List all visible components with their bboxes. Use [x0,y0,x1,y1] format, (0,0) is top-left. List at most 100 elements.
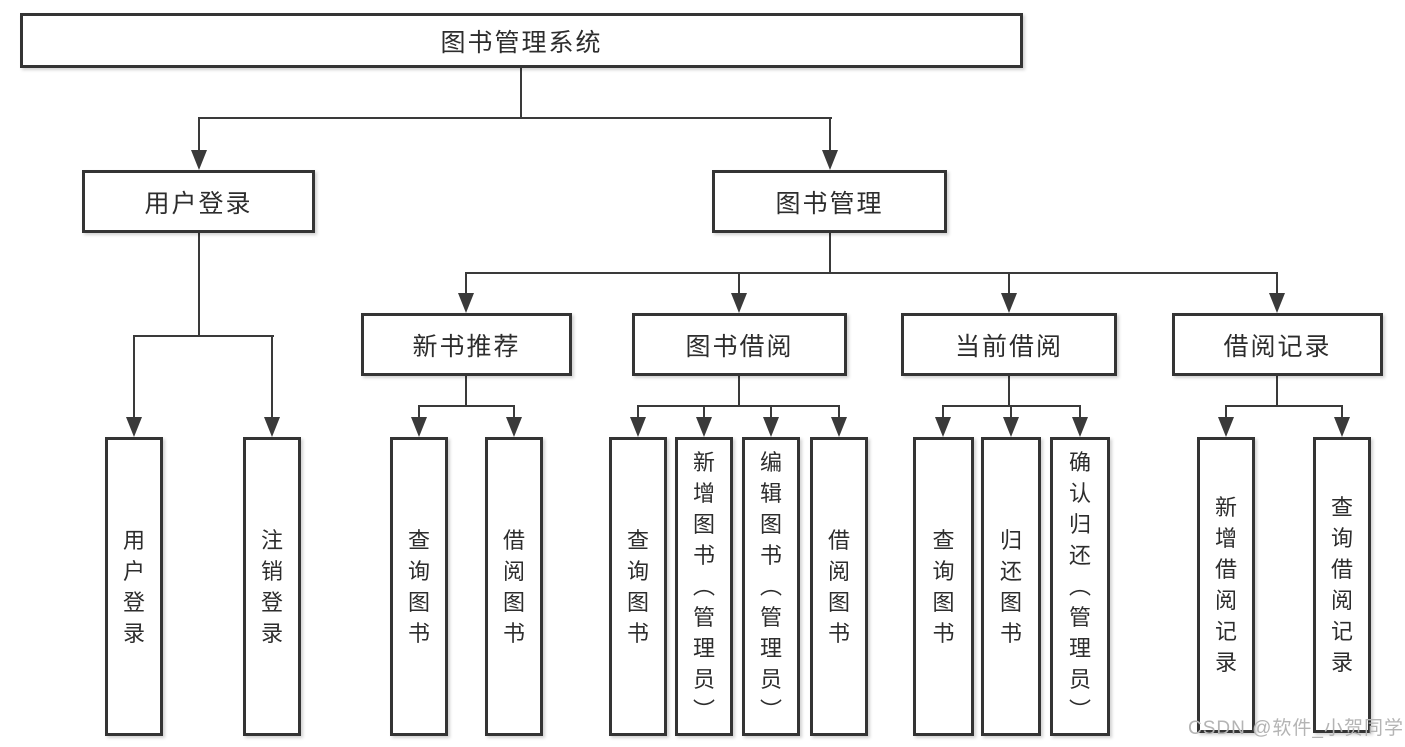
connector-line [738,272,740,295]
vertical-char: 员 [692,667,715,692]
leaf-logout: 注销登录 [243,437,301,736]
leaf-query-books: 查询图书 [609,437,667,736]
arrowhead-down-icon [696,417,712,437]
vertical-char: 理 [759,636,782,661]
vertical-char: 增 [1214,526,1237,551]
vertical-char: 认 [1068,481,1091,506]
connector-line [133,335,274,337]
vertical-char: 借 [502,527,525,553]
vertical-char: 理 [1068,636,1091,661]
arrowhead-down-icon [411,417,427,437]
watermark: CSDN @软件_小贺同学 [1188,718,1404,739]
vertical-char: ︶ [759,698,782,723]
connector-line [1008,272,1010,295]
node-label: 用户登录 [144,189,253,218]
vertical-char: 书 [692,543,715,568]
arrowhead-down-icon [1072,417,1088,437]
vertical-char: 图 [626,589,649,615]
vertical-char: 确 [1068,450,1091,475]
connector-line [770,405,772,419]
leaf-borrow-books: 借阅图书 [810,437,868,736]
connector-line [1008,376,1010,407]
vertical-char: 销 [260,558,283,584]
vertical-char: 记 [1330,619,1353,644]
connector-line [703,405,705,419]
connector-line [1225,405,1227,419]
connector-line [465,272,467,295]
arrowhead-down-icon [1003,417,1019,437]
vertical-char: 管 [759,605,782,630]
node-label: 借阅记录 [1223,332,1332,361]
vertical-char: 员 [759,667,782,692]
vertical-char: 户 [122,558,145,584]
leaf-query-borrow-record: 查询借阅记录 [1313,437,1371,733]
connector-line [829,233,831,274]
connector-line [1079,405,1081,419]
connector-line [829,117,831,153]
connector-line [838,405,840,419]
vertical-char: 查 [1330,495,1353,520]
node-label: 图书管理系统 [440,28,603,57]
vertical-char: 借 [1330,557,1353,582]
vertical-char: 书 [999,620,1022,646]
vertical-char: 辑 [759,481,782,506]
node-new-book-recommend: 新书推荐 [361,313,572,376]
node-borrow-record: 借阅记录 [1172,313,1383,376]
connector-line [418,405,515,407]
connector-line [418,405,420,419]
node-user-login: 用户登录 [82,170,315,233]
vertical-char: 查 [626,527,649,553]
arrowhead-down-icon [630,417,646,437]
arrowhead-down-icon [264,417,280,437]
node-label: 图书管理 [775,189,884,218]
vertical-char: 录 [1214,650,1237,675]
node-current-borrow: 当前借阅 [901,313,1117,376]
vertical-char: ︶ [692,698,715,723]
node-label: 图书借阅 [685,332,794,361]
vertical-char: 记 [1214,619,1237,644]
connector-line [738,376,740,407]
node-book-management: 图书管理 [712,170,947,233]
vertical-char: 用 [122,527,145,553]
connector-line [198,117,200,153]
vertical-char: 员 [1068,667,1091,692]
arrowhead-down-icon [822,150,838,170]
connector-line [513,405,515,419]
vertical-char: 查 [407,527,430,553]
node-root: 图书管理系统 [20,13,1023,68]
arrowhead-down-icon [763,417,779,437]
vertical-char: 管 [692,605,715,630]
vertical-char: 编 [759,450,782,475]
vertical-char: 图 [999,589,1022,615]
vertical-char: 图 [932,589,955,615]
leaf-borrow-books: 借阅图书 [485,437,543,736]
vertical-char: 录 [260,620,283,646]
leaf-add-borrow-record: 新增借阅记录 [1197,437,1255,733]
vertical-char: 图 [692,512,715,537]
vertical-char: 增 [692,481,715,506]
vertical-char: ︵ [759,574,782,599]
leaf-add-book-admin: 新增图书︵管理员︶ [675,437,733,736]
connector-line [637,405,840,407]
connector-line [198,233,200,337]
vertical-char: 询 [932,558,955,584]
vertical-char: 图 [827,589,850,615]
vertical-char: 归 [999,527,1022,553]
vertical-char: 询 [1330,526,1353,551]
vertical-char: 图 [759,512,782,537]
vertical-char: 新 [692,450,715,475]
vertical-char: 登 [260,589,283,615]
vertical-char: 注 [260,527,283,553]
connector-line [637,405,639,419]
connector-line [271,335,273,419]
arrowhead-down-icon [1334,417,1350,437]
arrowhead-down-icon [935,417,951,437]
vertical-char: 借 [1214,557,1237,582]
node-label: 新书推荐 [412,332,521,361]
vertical-char: 还 [1068,543,1091,568]
vertical-char: 新 [1214,495,1237,520]
vertical-char: 询 [407,558,430,584]
leaf-edit-book-admin: 编辑图书︵管理员︶ [742,437,800,736]
connector-line [520,68,522,118]
